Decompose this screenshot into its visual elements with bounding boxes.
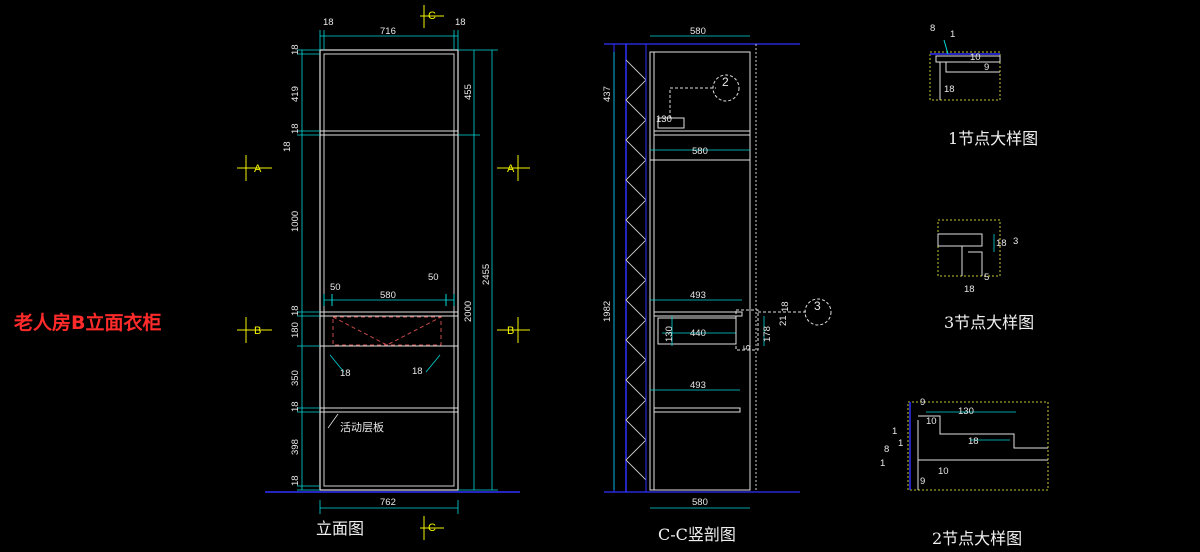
- sec-dim-bottom: 580: [692, 497, 708, 508]
- dim-bottom-width: 762: [380, 497, 396, 508]
- elevation-view: 18 716 18 762 580 50 50 18 18 18 419 18 …: [237, 5, 530, 540]
- section-a-right: A: [507, 163, 515, 175]
- d1-9: 9: [984, 62, 989, 73]
- dim-h-18e: 18: [290, 475, 301, 486]
- d2-130: 130: [958, 406, 974, 417]
- d2-10: 10: [926, 416, 937, 427]
- sec-dim-1982: 1982: [602, 301, 613, 322]
- d2-10b: 10: [938, 466, 949, 477]
- dim-top-width: 716: [380, 26, 396, 37]
- d1-8: 8: [930, 23, 935, 34]
- section-caption: C-C竖剖图: [658, 525, 736, 544]
- detail1-caption: 1节点大样图: [948, 129, 1038, 148]
- dim-hinge-left: 18: [340, 368, 351, 379]
- sec-dim-lower: 493: [690, 380, 706, 391]
- d2-18: 18: [968, 436, 979, 447]
- d1-18: 18: [944, 84, 955, 95]
- callout-2: 2: [722, 75, 729, 89]
- d2-8: 8: [884, 444, 889, 455]
- d1-1: 1: [950, 29, 955, 40]
- drawing-title: 老人房B立面衣柜: [14, 311, 161, 334]
- detail-3: 18 3 5 18 3节点大样图: [937, 219, 1034, 332]
- dim-h-180: 180: [290, 322, 301, 338]
- elevation-caption: 立面图: [316, 519, 364, 538]
- sec-dim-5: 5: [742, 345, 753, 350]
- dim-r-2455: 2455: [481, 264, 492, 285]
- d2-9: 9: [920, 397, 925, 408]
- detail2-caption: 2节点大样图: [932, 529, 1022, 548]
- section-b-right: B: [507, 325, 514, 337]
- d2-1b: 1: [892, 426, 897, 437]
- d1-10: 10: [970, 52, 981, 63]
- d3-18b: 18: [964, 284, 975, 295]
- sec-dim-top: 580: [690, 26, 706, 37]
- detail3-caption: 3节点大样图: [944, 313, 1034, 332]
- sec-dim-18: 18: [780, 301, 791, 312]
- dim-h-18d: 18: [290, 401, 301, 412]
- dim-h-18a: 18: [290, 123, 301, 134]
- sec-dim-437: 437: [602, 86, 613, 102]
- cabinet-outline: [319, 49, 459, 491]
- sec-dim-130v: 130: [664, 326, 675, 342]
- section-c-top: C: [428, 10, 436, 22]
- section-b-left: B: [254, 325, 261, 337]
- dim-h-18b: 18: [282, 141, 293, 152]
- d3-3: 3: [1013, 236, 1018, 247]
- dim-h-1000: 1000: [290, 211, 301, 232]
- dim-h-398: 398: [290, 439, 301, 455]
- dim-edge-left: 50: [330, 282, 341, 293]
- callout-3: 3: [814, 299, 821, 313]
- dim-hinge-right: 18: [412, 366, 423, 377]
- dim-h-18c: 18: [290, 305, 301, 316]
- dim-top-right: 18: [455, 17, 466, 28]
- sec-dim-130: 130: [656, 114, 672, 125]
- sec-dim-inner: 440: [690, 328, 706, 339]
- section-c-bottom: C: [428, 522, 436, 534]
- detail-2: 9 130 10 8 1 1 18 10 9 1 2节点大样图: [880, 397, 1049, 548]
- dim-r-2000: 2000: [463, 301, 474, 322]
- dim-h-top: 18: [290, 44, 301, 55]
- sec-dim-drawer: 493: [690, 290, 706, 301]
- d3-5: 5: [984, 272, 989, 283]
- dim-h-350: 350: [290, 370, 301, 386]
- dim-inner-width: 580: [380, 290, 396, 301]
- dim-r-455: 455: [463, 84, 474, 100]
- section-a-left: A: [254, 163, 262, 175]
- section-view: 2 3 580 580 493 440 493 580 130 437 1982…: [602, 26, 832, 544]
- d2-9b: 9: [920, 476, 925, 487]
- sec-dim-21: 21: [778, 315, 789, 326]
- d3-18: 18: [996, 238, 1007, 249]
- sec-dim-mid: 580: [692, 146, 708, 157]
- d2-1: 1: [898, 438, 903, 449]
- dim-top-left: 18: [323, 17, 334, 28]
- dim-h-419: 419: [290, 86, 301, 102]
- d2-1c: 1: [880, 458, 885, 469]
- movable-shelf-note: 活动层板: [340, 420, 384, 434]
- dim-edge-right: 50: [428, 272, 439, 283]
- sec-dim-178: 178: [762, 326, 773, 342]
- detail-1: 8 1 10 9 18 1节点大样图: [929, 23, 1038, 148]
